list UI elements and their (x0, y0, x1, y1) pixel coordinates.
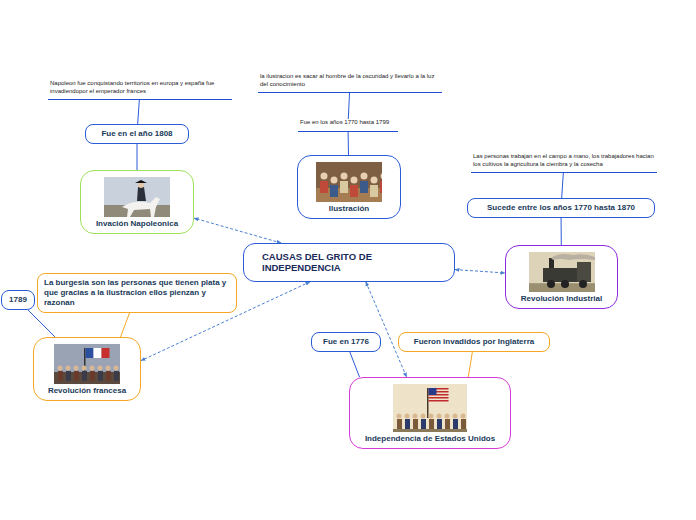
topic-box: Revolución francesa (33, 337, 141, 401)
central-box: CAUSAS DEL GRITO DE INDEPENDENCIA (243, 243, 455, 282)
connector (28, 310, 55, 337)
illustration (316, 162, 382, 202)
node-text: Revolución Industrial (512, 294, 611, 304)
node-text: Las personas trabajan en el campo a mano… (473, 153, 655, 168)
illustration (393, 384, 467, 432)
connector (366, 282, 407, 377)
node-text: Sucede entre los años 1770 hasta 1870 (474, 203, 648, 213)
node-text: Fue en los años 1770 hasta 1799 (300, 119, 396, 127)
note-text: la ilustracion es sacar al hombre de la … (258, 73, 442, 93)
connector (138, 100, 140, 124)
node-text: Fue en 1776 (318, 337, 374, 347)
node-text: 1789 (8, 295, 28, 305)
topic-box: Revolución Industrial (505, 245, 618, 309)
connector (348, 93, 349, 119)
node-text: Revolución francesa (40, 386, 134, 396)
detail-box: Sucede entre los años 1770 hasta 1870 (467, 198, 655, 218)
topic-box: Independencia de Estados Unidos (349, 377, 511, 449)
connector (350, 352, 360, 377)
topic-box: Ilustración (297, 155, 401, 219)
connector (561, 218, 562, 245)
detail-box: Fue en el año 1808 (85, 124, 189, 144)
node-text: la ilustracion es sacar al hombre de la … (260, 73, 440, 88)
node-text: Invación Napoleonica (87, 219, 187, 229)
node-text: Independencia de Estados Unidos (356, 434, 504, 444)
detail-box: Fue en 1776 (311, 332, 381, 352)
node-text: Napoleon fue conquistando territorios en… (50, 80, 230, 95)
node-text: Ilustración (304, 204, 394, 214)
connector (194, 218, 281, 243)
note-text: Fue en los años 1770 hasta 1799 (298, 119, 398, 132)
node-text: La burgesia son las personas que tienen … (44, 278, 230, 308)
node-text: CAUSAS DEL GRITO DE INDEPENDENCIA (262, 251, 392, 274)
connector (562, 173, 564, 198)
detail-box: 1789 (1, 290, 35, 310)
note-text: Las personas trabajan en el campo a mano… (471, 153, 657, 173)
detail-box: Fueron invadidos por Inglaterra (398, 332, 550, 352)
connector (137, 144, 138, 170)
connector (468, 352, 472, 377)
illustration (54, 344, 120, 384)
illustration (529, 252, 595, 292)
note-text: Napoleon fue conquistando territorios en… (48, 80, 232, 100)
node-text: Fueron invadidos por Inglaterra (405, 337, 543, 347)
illustration (104, 177, 170, 217)
connector (455, 270, 505, 273)
detail-box: La burgesia son las personas que tienen … (37, 273, 237, 313)
node-text: Fue en el año 1808 (92, 129, 182, 139)
topic-box: Invación Napoleonica (80, 170, 194, 234)
connector (348, 132, 349, 156)
connector (121, 313, 130, 337)
